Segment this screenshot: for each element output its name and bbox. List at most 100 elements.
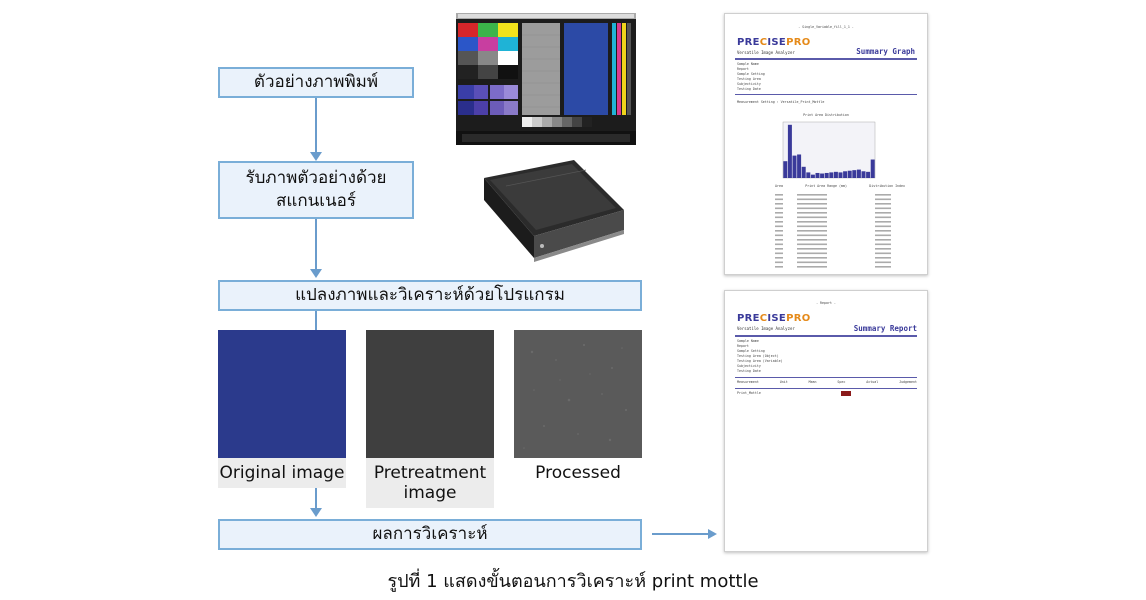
graph-table-cell: [875, 194, 891, 196]
chart-bar-1: [783, 161, 788, 178]
summary-table-header-0: Measurement: [737, 380, 759, 384]
processed-image-label: Processed: [535, 462, 621, 483]
summary-brand-logo: PRECISEPRO: [737, 313, 811, 324]
summary-report-heading: Summary Report: [853, 324, 917, 333]
graph-brand-pro: PRO: [786, 37, 811, 48]
chart-bar-9: [820, 173, 825, 178]
graph-brand-pre: PRE: [737, 37, 760, 48]
summary-report-header: - Report -: [816, 301, 836, 305]
color-test-chart: [456, 13, 636, 145]
graph-table-cell: [875, 216, 891, 219]
graph-table-header-2: Distribution Index: [869, 184, 905, 188]
graph-table-cell: [775, 243, 783, 246]
chart-bar-20: [870, 159, 875, 178]
chart-bar-8: [815, 172, 820, 178]
summary-table-header-2: Mean: [808, 380, 817, 384]
step-sample-print: ตัวอย่างภาพพิมพ์: [218, 67, 414, 98]
summary-graph-report: - Single_Variable_fill_1_1 - PRECISEPRO …: [724, 13, 928, 275]
graph-table-cell: [875, 252, 891, 255]
graph-brand-c: C: [759, 37, 768, 48]
graph-table-headers: Area Print Area Range (mm) Distribution …: [775, 184, 905, 189]
graph-meta-1: Report: [737, 67, 749, 71]
graph-table-cell: [875, 207, 891, 210]
step-scan-label-1: รับภาพตัวอย่างด้วย: [245, 168, 387, 189]
pretreatment-image-caption: Pretreatment image: [366, 458, 494, 508]
graph-meta-2: Sample Setting: [737, 72, 765, 76]
graph-table-cell: [775, 257, 783, 259]
summary-meta-4: Testing Area (Variable): [737, 359, 783, 363]
graph-table-cell: [875, 266, 891, 268]
graph-table-cell: [775, 216, 783, 219]
summary-meta-1: Report: [737, 344, 749, 348]
summary-table-header-1: Unit: [779, 380, 788, 384]
original-image-caption: Original image: [218, 458, 346, 488]
graph-meta-block: Sample Name Report Sample Setting Testin…: [737, 62, 765, 92]
chart-bar-10: [824, 172, 829, 178]
chart-bar-4: [797, 154, 802, 178]
summary-meta-2: Sample Setting: [737, 349, 765, 353]
summary-brand-c: C: [759, 313, 768, 324]
chart-bar-17: [856, 169, 861, 178]
chart-bar-5: [801, 166, 806, 178]
graph-table-cell: [875, 239, 891, 241]
graph-brand-mid: ISE: [767, 37, 787, 48]
processed-image-caption: Processed: [514, 458, 642, 488]
graph-report-heading: Summary Graph: [856, 47, 915, 56]
processed-texture: [523, 343, 628, 449]
graph-table-cell: [797, 239, 827, 241]
graph-table-cell: [797, 198, 827, 201]
graph-table-cell: [775, 194, 783, 196]
distribution-chart: [782, 121, 876, 179]
summary-brand-pro: PRO: [786, 313, 811, 324]
summary-table-headers: Measurement Unit Mean Spec Actual Judgem…: [737, 380, 917, 385]
summary-table-header-3: Spec: [837, 380, 846, 384]
step-sample-print-label: ตัวอย่างภาพพิมพ์: [253, 72, 379, 93]
graph-table-cell: [797, 230, 827, 232]
graph-table-cell: [775, 239, 783, 241]
connector-process-to-original: [315, 311, 317, 330]
summary-meta-3: Testing Area (Object): [737, 354, 779, 358]
graph-table-cell: [797, 225, 827, 228]
graph-meta-0: Sample Name: [737, 62, 759, 66]
graph-table-cell: [775, 261, 783, 264]
graph-table-cell: [875, 257, 891, 259]
figure-caption: รูปที่ 1 แสดงขั้นตอนการวิเคราะห์ print m…: [387, 571, 759, 592]
graph-table-cell: [797, 207, 827, 210]
chart-bar-6: [806, 172, 811, 178]
graph-table-cell: [797, 194, 827, 196]
step-process-label: แปลงภาพและวิเคราะห์ด้วยโปรแกรม: [295, 285, 565, 306]
graph-table-cell: [775, 266, 783, 268]
arrow-1-line: [315, 98, 317, 154]
arrow-1-head: [310, 152, 322, 161]
summary-table-header-5: Judgement: [899, 380, 917, 384]
summary-judgement-flag: [841, 391, 851, 396]
chart-bar-18: [861, 171, 866, 178]
graph-table-cell: [775, 212, 783, 214]
graph-table-cell: [797, 221, 827, 223]
step-scan: รับภาพตัวอย่างด้วย สแกนเนอร์: [218, 161, 414, 219]
pretreatment-image-label-1: Pretreatment: [373, 462, 487, 483]
arrow-to-report: [652, 529, 717, 539]
graph-table-cell: [875, 248, 891, 250]
summary-report-rule: [735, 335, 917, 337]
graph-table-cell: [775, 234, 783, 237]
graph-meta-4: Subjectivity: [737, 82, 761, 86]
arrow-2-head: [310, 269, 322, 278]
graph-table-cell: [797, 248, 827, 250]
chart-bar-3: [792, 155, 797, 178]
processed-image: [514, 330, 642, 458]
graph-table-cell: [775, 203, 783, 205]
graph-table-cell: [797, 261, 827, 264]
chart-bar-19: [866, 171, 871, 178]
chart-bar-2: [787, 124, 792, 178]
graph-table-cell: [775, 230, 783, 232]
scanner-image: [484, 160, 624, 262]
original-image: [218, 330, 346, 458]
graph-meta-5: Testing Date: [737, 87, 761, 91]
graph-table-cell: [797, 243, 827, 246]
step-result-label: ผลการวิเคราะห์: [372, 524, 488, 545]
graph-report-header: - Single_Variable_fill_1_1 -: [798, 25, 854, 29]
chart-frame: [782, 121, 876, 179]
graph-table-header-1: Print Area Range (mm): [805, 184, 847, 188]
summary-meta-5: Subjectivity: [737, 364, 761, 368]
